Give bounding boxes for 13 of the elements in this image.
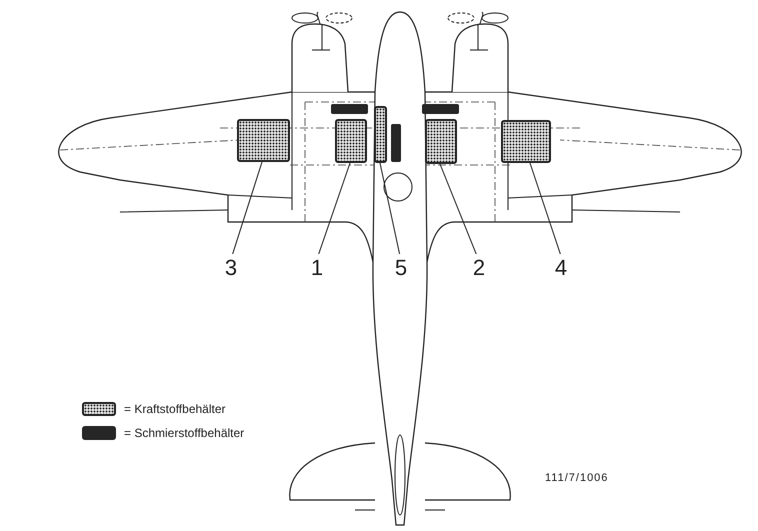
legend-text: = Schmierstoffbehälter bbox=[124, 425, 244, 442]
fuel-tank bbox=[501, 120, 551, 163]
leader-line bbox=[380, 162, 400, 256]
fuel-tank bbox=[237, 119, 290, 162]
fuel-tank bbox=[425, 119, 457, 164]
legend-text: = Kraftstoffbehälter bbox=[124, 401, 226, 418]
fuel-tank bbox=[335, 119, 367, 163]
drawing-number: 111/7/1006 bbox=[545, 471, 608, 486]
leader-line bbox=[440, 164, 478, 256]
fuel-tank bbox=[374, 106, 387, 163]
leader-line bbox=[530, 162, 562, 256]
leader-line bbox=[318, 162, 350, 256]
leader-line bbox=[232, 162, 262, 256]
